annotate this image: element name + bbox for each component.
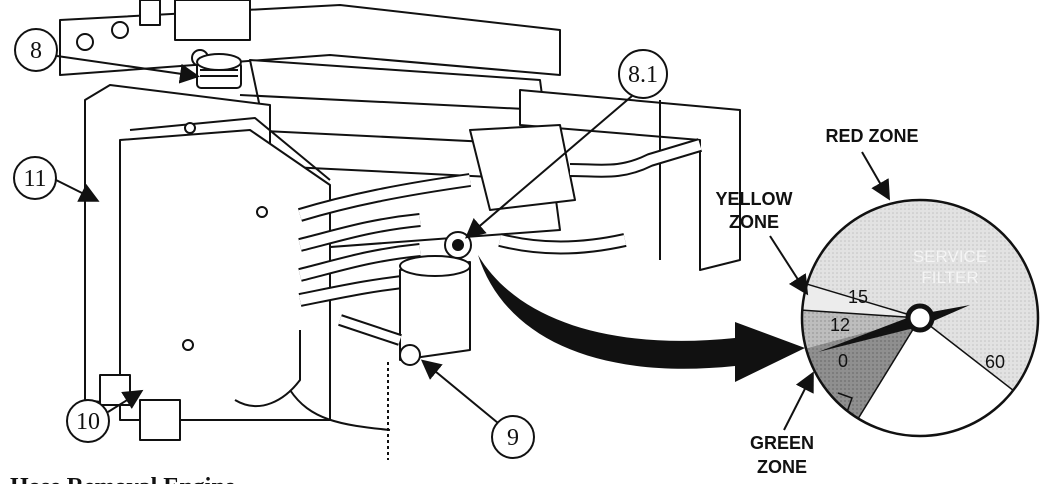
figure-caption: Hose Removal Engine xyxy=(10,474,236,484)
zone-labels: RED ZONE YELLOW ZONE GREEN ZONE xyxy=(716,126,919,477)
gauge-detail: SERVICE FILTER 15 12 0 60 xyxy=(800,198,1040,438)
svg-text:10: 10 xyxy=(76,409,100,435)
callout-8-1: 8.1 xyxy=(464,49,668,239)
scale-60: 60 xyxy=(985,352,1005,372)
red-zone-pointer xyxy=(861,151,891,201)
leader-line-10 xyxy=(107,389,144,413)
filter-text: FILTER xyxy=(921,268,978,287)
scale-12: 12 xyxy=(830,315,850,335)
service-text: SERVICE xyxy=(913,247,987,266)
scale-15: 15 xyxy=(848,287,868,307)
scale-0: 0 xyxy=(838,351,848,371)
yellow-zone-label-line2: ZONE xyxy=(729,212,779,232)
svg-text:9: 9 xyxy=(507,425,519,451)
yellow-zone-label-line1: YELLOW xyxy=(716,189,793,209)
leader-line-8-1 xyxy=(464,95,633,239)
green-zone-pointer xyxy=(783,371,814,431)
magnify-arrow xyxy=(478,255,805,382)
callout-9: 9 xyxy=(420,359,535,459)
leader-line-11 xyxy=(55,179,100,202)
gauge-pivot xyxy=(905,303,935,333)
callout-8: 8 xyxy=(14,28,200,84)
caution-zone-wedge xyxy=(802,310,920,350)
gauge-bezel xyxy=(800,198,1040,438)
svg-text:11: 11 xyxy=(23,166,46,192)
engine-assembly-illustration xyxy=(59,0,741,460)
green-zone-label-line2: ZONE xyxy=(757,457,807,477)
callout-10: 10 xyxy=(66,389,144,443)
leader-line-8 xyxy=(56,55,200,84)
callout-11: 11 xyxy=(13,156,100,202)
svg-text:8: 8 xyxy=(30,38,42,64)
svg-text:8.1: 8.1 xyxy=(628,62,658,88)
yellow-zone-pointer xyxy=(769,235,809,296)
red-zone-label: RED ZONE xyxy=(825,126,918,146)
green-zone-label-line1: GREEN xyxy=(750,433,814,453)
leader-line-9 xyxy=(420,359,499,424)
